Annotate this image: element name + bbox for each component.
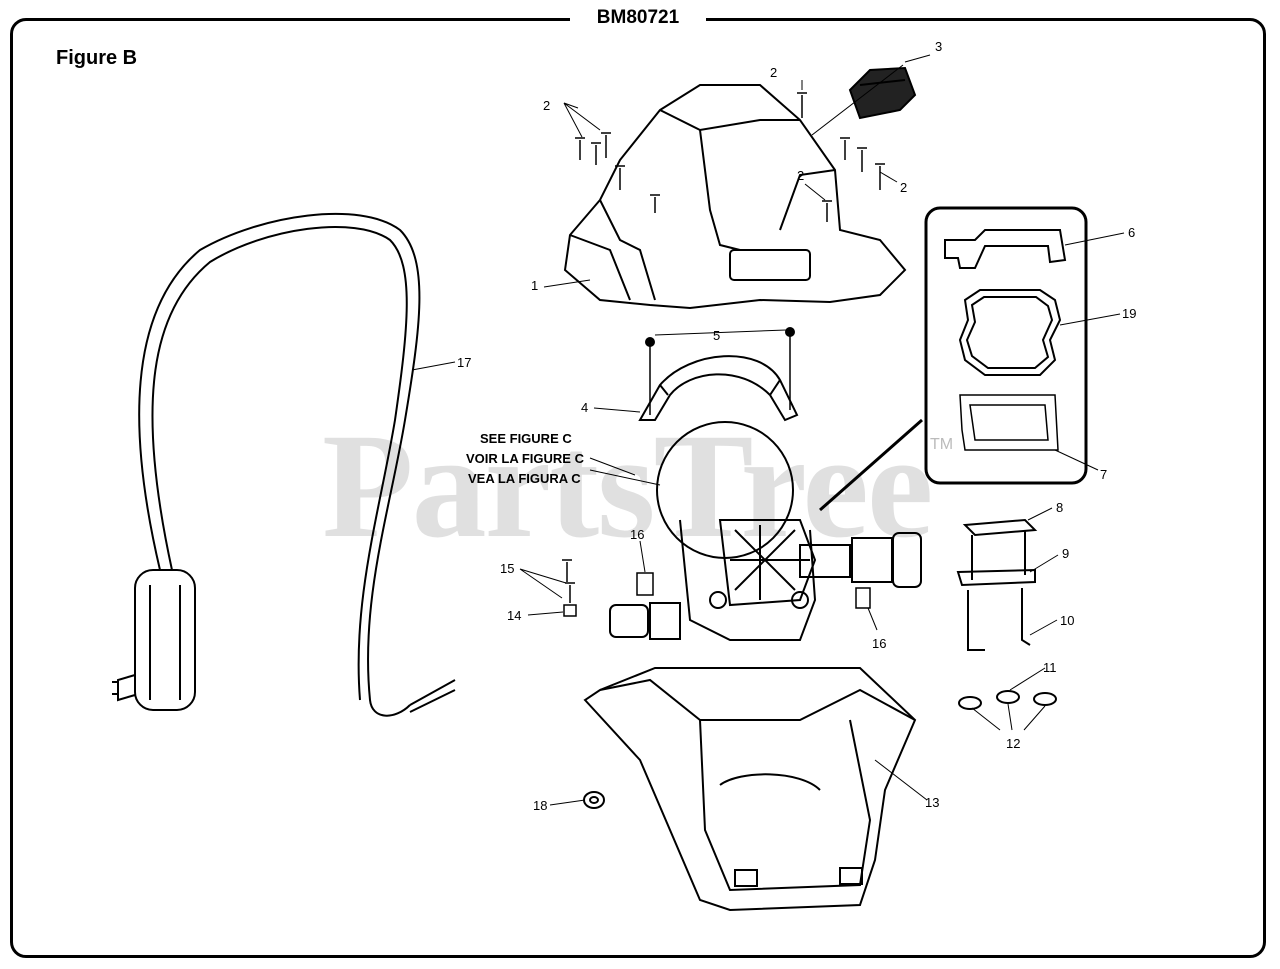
wand-holder [956, 518, 1038, 651]
upper-housing [563, 84, 907, 310]
callout-8: 8 [1056, 500, 1063, 515]
callout-1: 1 [531, 278, 538, 293]
callout-3: 3 [935, 39, 942, 54]
callout-2: 2 [797, 168, 804, 183]
callout-14: 14 [507, 608, 521, 623]
callout-16: 16 [630, 527, 644, 542]
small-parts [562, 559, 871, 617]
callout-12: 12 [1006, 736, 1020, 751]
see-figure-note: SEE FIGURE C VOIR LA FIGURE C VEA LA FIG… [466, 431, 585, 486]
callout-4: 4 [581, 400, 588, 415]
callout-15: 15 [500, 561, 514, 576]
callout-labels: 2 2 2 2 3 1 5 4 6 19 7 8 9 10 11 12 13 1… [457, 39, 1136, 813]
leader-lines [411, 54, 1125, 806]
callout-6: 6 [1128, 225, 1135, 240]
callout-11: 11 [1043, 660, 1057, 675]
gasket-inset [819, 206, 1088, 512]
base [583, 667, 917, 912]
figure-title: Figure B [56, 47, 138, 69]
foot [583, 791, 605, 809]
note-line-1: SEE FIGURE C [480, 431, 572, 446]
callout-5: 5 [713, 328, 720, 343]
callout-7: 7 [1100, 467, 1107, 482]
callout-18: 18 [533, 798, 547, 813]
callout-2: 2 [770, 65, 777, 80]
clips [958, 690, 1057, 710]
note-line-3: VEA LA FIGURA C [468, 471, 581, 486]
watermark-logo: PartsTree [322, 403, 933, 569]
callout-10: 10 [1060, 613, 1074, 628]
callout-17: 17 [457, 355, 471, 370]
arch-cover [638, 327, 799, 422]
callout-16: 16 [872, 636, 886, 651]
watermark-trademark: TM [930, 436, 954, 453]
switch [848, 66, 917, 120]
drawing-id: BM80721 [570, 4, 706, 32]
note-line-2: VOIR LA FIGURE C [466, 451, 585, 466]
power-cord [112, 213, 456, 717]
pump-assembly [609, 421, 922, 641]
callout-13: 13 [925, 795, 939, 810]
callout-2: 2 [543, 98, 550, 113]
callout-9: 9 [1062, 546, 1069, 561]
screws [575, 92, 885, 222]
callout-2: 2 [900, 180, 907, 195]
callout-19: 19 [1122, 306, 1136, 321]
